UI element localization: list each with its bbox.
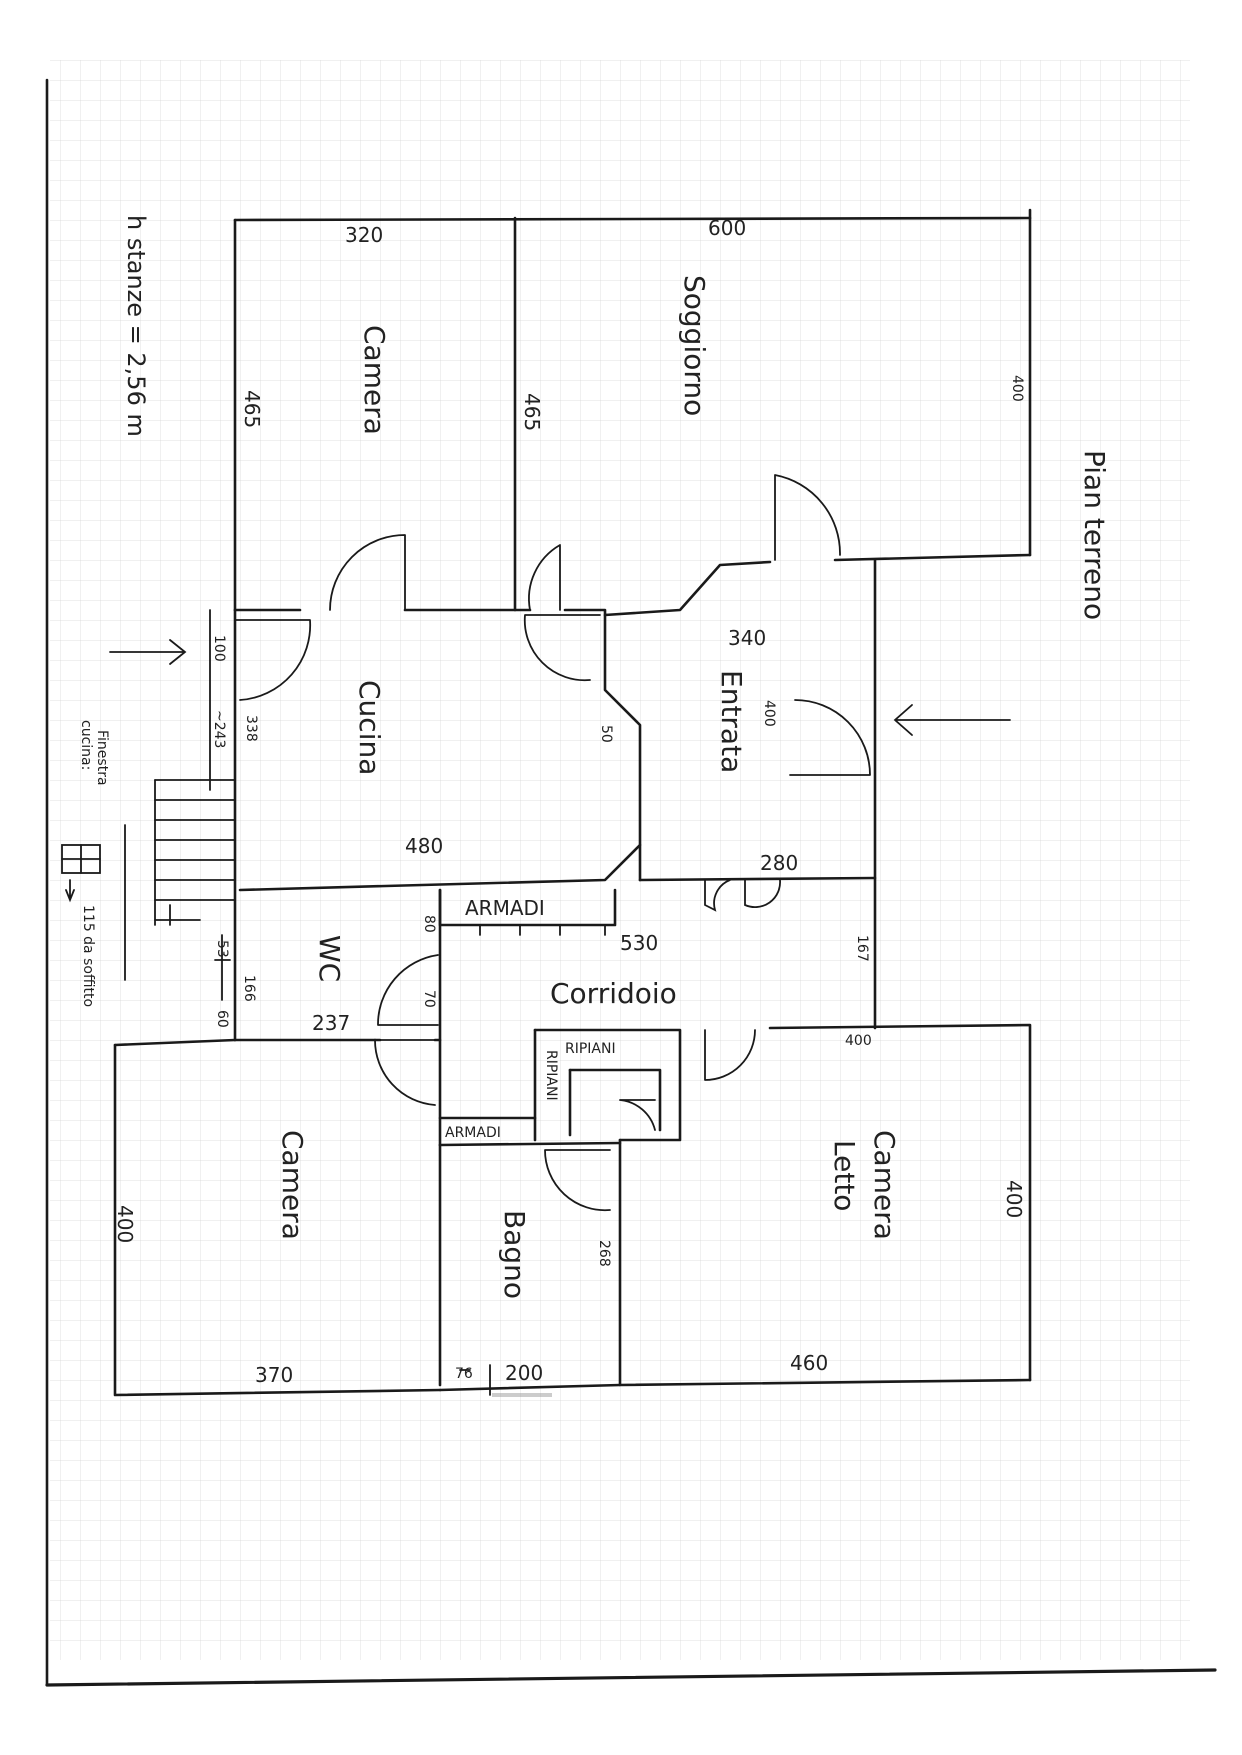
dimension-ticks bbox=[214, 934, 491, 1396]
label-armadi-top: ARMADI bbox=[465, 896, 545, 920]
dim-entrata-bottom: 280 bbox=[760, 851, 798, 875]
doors bbox=[234, 474, 871, 1212]
dim-camera-top-width: 320 bbox=[345, 223, 383, 247]
dim-wc-side: 166 bbox=[241, 975, 257, 1002]
dim-wc-door: 70 bbox=[421, 990, 437, 1008]
dim-camera-top-depth: 465 bbox=[240, 390, 264, 428]
dim-soggiorno-width: 600 bbox=[708, 216, 746, 240]
room-soggiorno: Soggiorno bbox=[678, 275, 711, 416]
dim-camera-bottom-width: 370 bbox=[255, 1363, 293, 1387]
wardrobe-rail bbox=[479, 924, 606, 936]
dim-wc-small-1: 53 bbox=[214, 940, 230, 958]
dim-camera-letto-bottom: 460 bbox=[790, 1351, 828, 1375]
dim-wc-small-2: 60 bbox=[214, 1010, 230, 1028]
room-camera-bottom: Camera bbox=[276, 1130, 309, 1240]
dim-cucina-door: 100 bbox=[211, 635, 227, 662]
dim-wc-bottom: 237 bbox=[312, 1011, 350, 1035]
dim-cucina-bottom: 480 bbox=[405, 834, 443, 858]
dim-entrata-depth: 400 bbox=[761, 700, 777, 727]
room-bagno: Bagno bbox=[498, 1210, 531, 1299]
dim-camera-bottom-side: 400 bbox=[113, 1205, 137, 1243]
window-symbol bbox=[61, 824, 126, 981]
label-armadi-bottom: ARMADI bbox=[445, 1125, 501, 1141]
dim-camera-letto-right: 400 bbox=[1002, 1180, 1026, 1218]
arrow-right-icon bbox=[893, 704, 1011, 736]
room-camera-letto-1: Camera bbox=[868, 1130, 901, 1240]
label-ripiani-v: RIPIANI bbox=[543, 1050, 559, 1101]
room-cucina: Cucina bbox=[353, 680, 386, 775]
dim-corridoio-right: 167 bbox=[854, 935, 870, 962]
dim-chamfer: 50 bbox=[598, 725, 614, 743]
dim-bagno-side: 268 bbox=[596, 1240, 612, 1267]
page-border-bottom bbox=[45, 1668, 1217, 1687]
scan-smudge bbox=[492, 1393, 552, 1397]
window-note-2: cucina: bbox=[78, 720, 94, 770]
dim-bagno-small: 76 bbox=[455, 1366, 473, 1382]
room-wc: WC bbox=[313, 935, 346, 982]
dim-armadi-depth: 80 bbox=[421, 915, 437, 933]
room-entrata: Entrata bbox=[715, 670, 748, 773]
arrow-left-icon bbox=[109, 639, 187, 665]
room-corridoio: Corridoio bbox=[550, 977, 677, 1010]
dim-entrata-width: 340 bbox=[728, 626, 766, 650]
label-ripiani-h: RIPIANI bbox=[565, 1041, 616, 1057]
dim-soggiorno-right: 400 bbox=[1009, 375, 1025, 402]
dim-cucina-side: 338 bbox=[243, 715, 259, 742]
room-camera-top: Camera bbox=[358, 325, 391, 435]
dim-camera-letto-top: 400 bbox=[845, 1033, 872, 1049]
annotations: Pian terreno h stanze = 2,56 m Finestra … bbox=[78, 215, 1111, 1387]
window-note-3: 115 da soffitto bbox=[80, 905, 96, 1007]
plan-title: Pian terreno bbox=[1078, 450, 1111, 620]
room-camera-letto-2: Letto bbox=[828, 1140, 861, 1211]
window-note-1: Finestra bbox=[94, 730, 110, 786]
stairs bbox=[154, 609, 236, 931]
dim-soggiorno-depth: 465 bbox=[520, 393, 544, 431]
dim-corridoio-length: 530 bbox=[620, 931, 658, 955]
dim-bagno-width: 200 bbox=[505, 1361, 543, 1385]
dim-cucina-step: ~243 bbox=[211, 710, 227, 748]
entry-arrows bbox=[109, 639, 1011, 736]
height-note: h stanze = 2,56 m bbox=[122, 215, 150, 437]
